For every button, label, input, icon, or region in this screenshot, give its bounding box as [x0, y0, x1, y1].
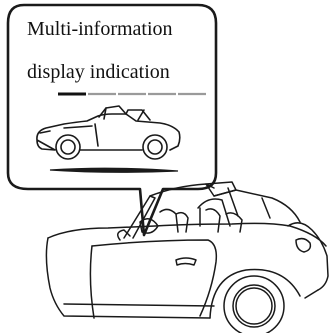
- callout-bubble-outline: [6, 3, 218, 237]
- callout-bubble: [6, 3, 218, 237]
- callout-title-line-2: display indication: [27, 61, 170, 83]
- large-car-illustration: [45, 181, 329, 333]
- callout-title-line-1: Multi-information: [27, 18, 173, 40]
- mini-car-shadow: [49, 167, 179, 173]
- mini-car-icon: [36, 105, 181, 160]
